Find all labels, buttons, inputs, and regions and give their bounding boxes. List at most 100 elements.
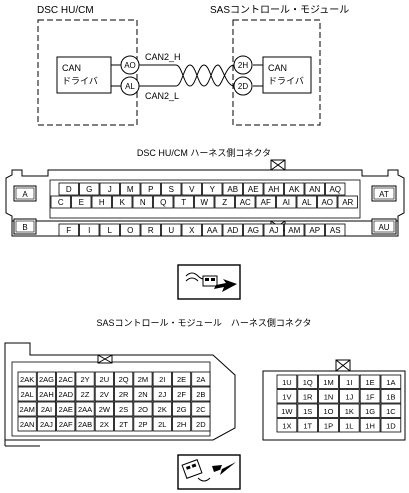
dsc-pin-r: R: [148, 226, 154, 235]
dsc-pin-ac: AC: [240, 198, 251, 207]
sas-pin-1m: 1M: [323, 378, 333, 387]
sas-pin-1o-cell: [318, 403, 339, 418]
sas-pin-2t-cell: [114, 416, 134, 432]
sas-pin-2ag-cell: [36, 371, 56, 387]
sas-pin-2a-cell: [191, 371, 211, 387]
sas-pin-2ab-cell: [75, 416, 95, 432]
sas-pin-1f-cell: [359, 389, 381, 404]
dsc-pin-ae-cell: [243, 182, 264, 196]
dsc-pin-ah-cell: [263, 182, 284, 196]
dsc-pin-e: E: [79, 198, 84, 207]
sas-pin-2e-cell: [171, 371, 192, 387]
dsc-can-driver-box: [56, 56, 112, 94]
sas-pin-2e: 2E: [177, 375, 186, 384]
wire-can2-h-label: CAN2_H: [145, 52, 181, 62]
dsc-pin-j-cell: [99, 182, 120, 196]
sas-pin-2t: 2T: [119, 420, 128, 429]
dsc-pin-an: AN: [309, 185, 320, 194]
sas-pin-1i-cell: [338, 374, 360, 389]
sas-pin-2am: 2AM: [19, 405, 34, 414]
sas-pin-2h-cell: [171, 416, 192, 432]
sas-pin-2aa-cell: [75, 401, 95, 417]
sas-pin-1x: 1X: [282, 421, 291, 430]
sas-pin-2b-cell: [191, 386, 211, 402]
dsc-can-driver-label-2: ドライバ: [62, 76, 98, 86]
sas-pin-2d: 2D: [196, 420, 206, 429]
sas-pin-1h: 1H: [365, 421, 375, 430]
dsc-pin-s-cell: [161, 182, 182, 196]
dsc-side-pin-b: [13, 218, 37, 235]
dsc-pin-ae: AE: [248, 185, 259, 194]
sas-pin-2i: 2I: [159, 375, 165, 384]
sas-pin-2an-cell: [17, 416, 37, 432]
sas-pin-2y: 2Y: [80, 375, 89, 384]
dsc-pin-ai: AI: [282, 198, 290, 207]
dsc-pin-aa: AA: [207, 226, 218, 235]
dsc-pin-aq: AQ: [329, 185, 341, 194]
dsc-pin-u: U: [168, 226, 174, 235]
sas-pin-2c-cell: [191, 401, 211, 417]
sas-pin-1w: 1W: [281, 407, 293, 416]
sas-pin-2h: 2H: [177, 420, 187, 429]
sas-pin-2aa: 2AA: [78, 405, 92, 414]
dsc-pin-z: Z: [222, 198, 227, 207]
sas-pin-2ah: 2AH: [39, 390, 54, 399]
dsc-pin-v-cell: [181, 182, 202, 196]
sas-pin-2z: 2Z: [81, 390, 90, 399]
sas-pin-1g: 1G: [365, 407, 375, 416]
sas-pin-2f: 2F: [177, 390, 186, 399]
sas-pin-2am-cell: [17, 401, 37, 417]
dsc-pin-n: N: [140, 198, 146, 207]
sas-pin-2p: 2P: [138, 420, 147, 429]
dsc-pin-ap: AP: [309, 226, 320, 235]
sas-pin-2ac: 2AC: [58, 375, 73, 384]
dsc-pin-h: H: [99, 198, 105, 207]
dsc-pin-e-cell: [71, 195, 92, 209]
sas-pin-1s-cell: [297, 403, 318, 418]
dsc-side-pin-au: [371, 218, 397, 235]
dsc-connector-view-icon: [177, 264, 241, 300]
sas-module-box: [232, 19, 321, 126]
sas-pin-2j: 2J: [158, 390, 166, 399]
dsc-pin-af: AF: [261, 198, 271, 207]
dsc-pin-y: Y: [210, 185, 216, 194]
dsc-pin-q-cell: [153, 195, 174, 209]
sas-can-driver-label-1: CAN: [268, 63, 287, 73]
sas-pin-2d-cell: [191, 416, 211, 432]
sas-module-title: SASコントロール・モジュール: [210, 5, 349, 16]
dsc-pin-t-cell: [173, 195, 194, 209]
dsc-pin-as: AS: [330, 226, 341, 235]
sas-pin-2f-cell: [171, 386, 192, 402]
dsc-can-driver-label-1: CAN: [62, 63, 81, 73]
sas-pin-1c-cell: [380, 403, 402, 418]
dsc-pin-ak-cell: [284, 182, 305, 196]
sas-connector-title: SASコントロール・モジュール ハーネス側コネクタ: [96, 317, 311, 328]
dsc-pin-m: M: [127, 185, 134, 194]
sas-pin-2n-cell: [133, 386, 153, 402]
sas-pin-1d-cell: [380, 418, 402, 433]
sas-pin-2q-cell: [114, 371, 134, 387]
dsc-pin-an-cell: [304, 182, 325, 196]
sas-pin-2p-cell: [133, 416, 153, 432]
sas-pin-2a: 2A: [196, 375, 205, 384]
sas-pin-1q: 1Q: [303, 378, 313, 387]
dsc-pin-ag: AG: [247, 226, 259, 235]
sas-pin-2o: 2O: [138, 405, 148, 414]
dsc-pin-h-cell: [91, 195, 112, 209]
sas-pin-2i-cell: [152, 371, 172, 387]
sas-pin-2l-cell: [152, 416, 172, 432]
sas-pin-2ak: 2AK: [20, 375, 34, 384]
sas-pin-1i: 1I: [346, 378, 352, 387]
dsc-pin-m-cell: [120, 182, 141, 196]
sas-pin-2r: 2R: [119, 390, 129, 399]
sas-pin-2ac-cell: [56, 371, 76, 387]
sas-pin-1u: 1U: [282, 378, 292, 387]
dsc-pin-q: Q: [160, 198, 166, 207]
sas-pin-1t-cell: [297, 418, 318, 433]
sas-pin-2x: 2X: [100, 420, 109, 429]
dsc-pin-k-cell: [112, 195, 133, 209]
dsc-side-pin-au-label: AU: [378, 223, 389, 232]
